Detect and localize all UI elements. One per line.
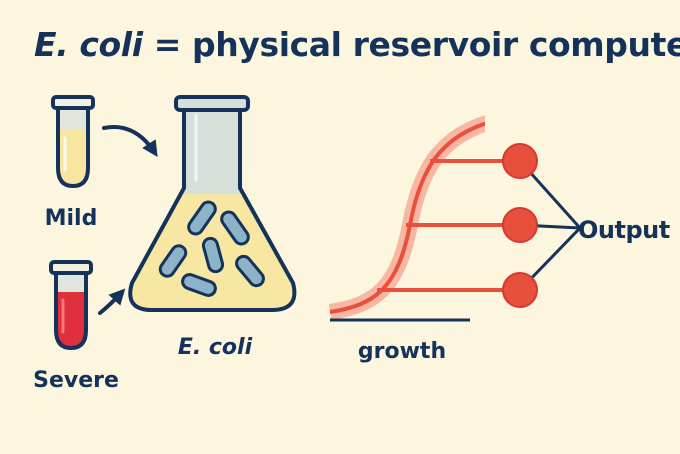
growth-curve-icon: [328, 115, 490, 320]
reservoir-node-top: [502, 143, 538, 179]
bacterium-rod-icon: [235, 254, 265, 288]
bacterium-rod-icon: [201, 236, 225, 274]
title-rest: = physical reservoir computer: [142, 25, 680, 64]
test-tube-severe-icon: [49, 260, 93, 350]
bacterium-rod-icon: [187, 200, 217, 236]
bacteria-group: [158, 200, 265, 297]
title-italic: E. coli: [34, 25, 143, 64]
mild-arrow-icon: [102, 125, 158, 158]
severe-arrow-icon: [98, 288, 126, 315]
growth-label: growth: [358, 339, 446, 364]
mild-label: Mild: [45, 206, 98, 231]
flask-label: E. coli: [178, 335, 253, 360]
bacterium-rod-icon: [181, 273, 217, 297]
bacterium-rod-icon: [220, 210, 250, 246]
severe-label: Severe: [33, 368, 119, 393]
bacterium-rod-icon: [158, 244, 188, 278]
reservoir-node-bottom: [502, 272, 538, 308]
diagram-title: E. coli = physical reservoir computer: [34, 23, 680, 67]
output-label: Output: [578, 216, 670, 244]
test-tube-mild-icon: [51, 95, 95, 188]
reservoir-node-middle: [502, 207, 538, 243]
